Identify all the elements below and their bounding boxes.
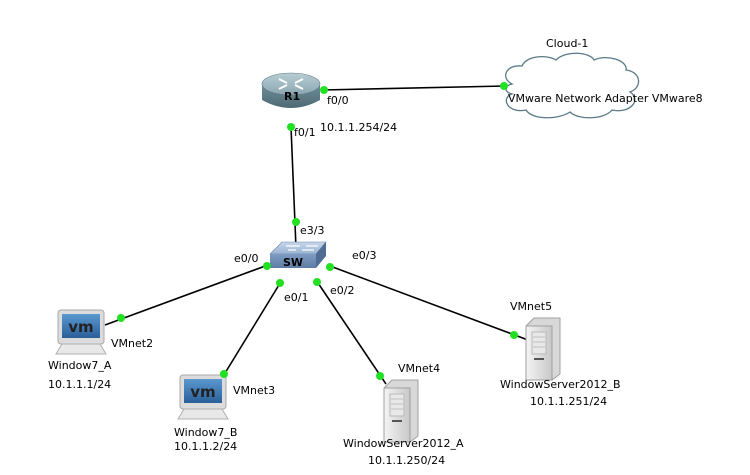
links — [104, 85, 529, 385]
port-dot-sw-e03 — [326, 263, 334, 271]
port-dot-sw-e00 — [263, 262, 271, 270]
link-sw-pc-b[interactable] — [221, 279, 283, 379]
svg-text:vm: vm — [68, 318, 93, 336]
svg-text:vm: vm — [190, 383, 215, 401]
pc-b-name-label: Window7_B — [174, 426, 238, 439]
pc-a-network-label: VMnet2 — [111, 337, 154, 350]
link-sw-server-a[interactable] — [315, 279, 387, 385]
router-node[interactable] — [261, 72, 321, 108]
port-dot-r1-f01 — [287, 123, 295, 131]
pc-b-ip-label: 10.1.1.2/24 — [174, 440, 238, 453]
cloud-adapter-label: VMware Network Adapter VMware8 — [508, 92, 703, 105]
interface-label-sw-e00: e0/0 — [234, 252, 259, 265]
cloud-name-label: Cloud-1 — [546, 37, 589, 50]
vm-workstation-icon: vm — [177, 374, 229, 420]
cloud-node[interactable] — [505, 52, 640, 119]
server-b-network-label: VMnet5 — [510, 300, 553, 313]
switch-name-label: SW — [283, 256, 304, 269]
port-dot-sw-e01 — [276, 279, 284, 287]
interface-label-r1-f00: f0/0 — [327, 94, 349, 107]
pc-a-ip-label: 10.1.1.1/24 — [48, 378, 112, 391]
server-a-node[interactable] — [383, 379, 419, 443]
server-icon — [383, 379, 419, 443]
server-a-network-label: VMnet4 — [398, 362, 441, 375]
interface-label-sw-e33: e3/3 — [300, 224, 325, 237]
link-r1-cloud[interactable] — [321, 85, 506, 91]
ip-label-r1-f01: 10.1.1.254/24 — [320, 121, 398, 134]
server-a-ip-label: 10.1.1.250/24 — [368, 454, 446, 467]
server-b-node[interactable] — [525, 317, 561, 381]
port-dot-cloud — [500, 82, 508, 90]
link-sw-server-b[interactable] — [329, 265, 529, 341]
pc-b-node[interactable]: vm — [177, 374, 229, 420]
router-name-label: R1 — [284, 90, 301, 103]
port-dot-server-b — [510, 331, 518, 339]
server-a-name-label: WindowServer2012_A — [343, 437, 464, 450]
port-dot-sw-e33 — [292, 218, 300, 226]
pc-b-network-label: VMnet3 — [233, 384, 276, 397]
interface-label-sw-e02: e0/2 — [330, 284, 355, 297]
interface-label-sw-e03: e0/3 — [352, 249, 377, 262]
port-dot-r1-f00 — [320, 86, 328, 94]
server-icon — [525, 317, 561, 381]
link-sw-pc-a[interactable] — [104, 264, 269, 326]
pc-a-name-label: Window7_A — [48, 359, 112, 372]
cloud-icon — [505, 52, 640, 119]
port-dot-server-a — [376, 372, 384, 380]
port-dot-sw-e02 — [313, 278, 321, 286]
server-b-ip-label: 10.1.1.251/24 — [530, 395, 608, 408]
interface-label-sw-e01: e0/1 — [284, 291, 309, 304]
port-dot-pc-b — [220, 370, 228, 378]
port-status-dots — [117, 82, 518, 380]
switch-node[interactable] — [269, 241, 327, 268]
vm-workstation-icon: vm — [55, 309, 107, 355]
link-r1-sw[interactable] — [290, 126, 297, 249]
server-b-name-label: WindowServer2012_B — [500, 378, 621, 391]
port-dot-pc-a — [117, 314, 125, 322]
pc-a-node[interactable]: vm — [55, 309, 107, 355]
interface-label-r1-f01: f0/1 — [294, 126, 316, 139]
